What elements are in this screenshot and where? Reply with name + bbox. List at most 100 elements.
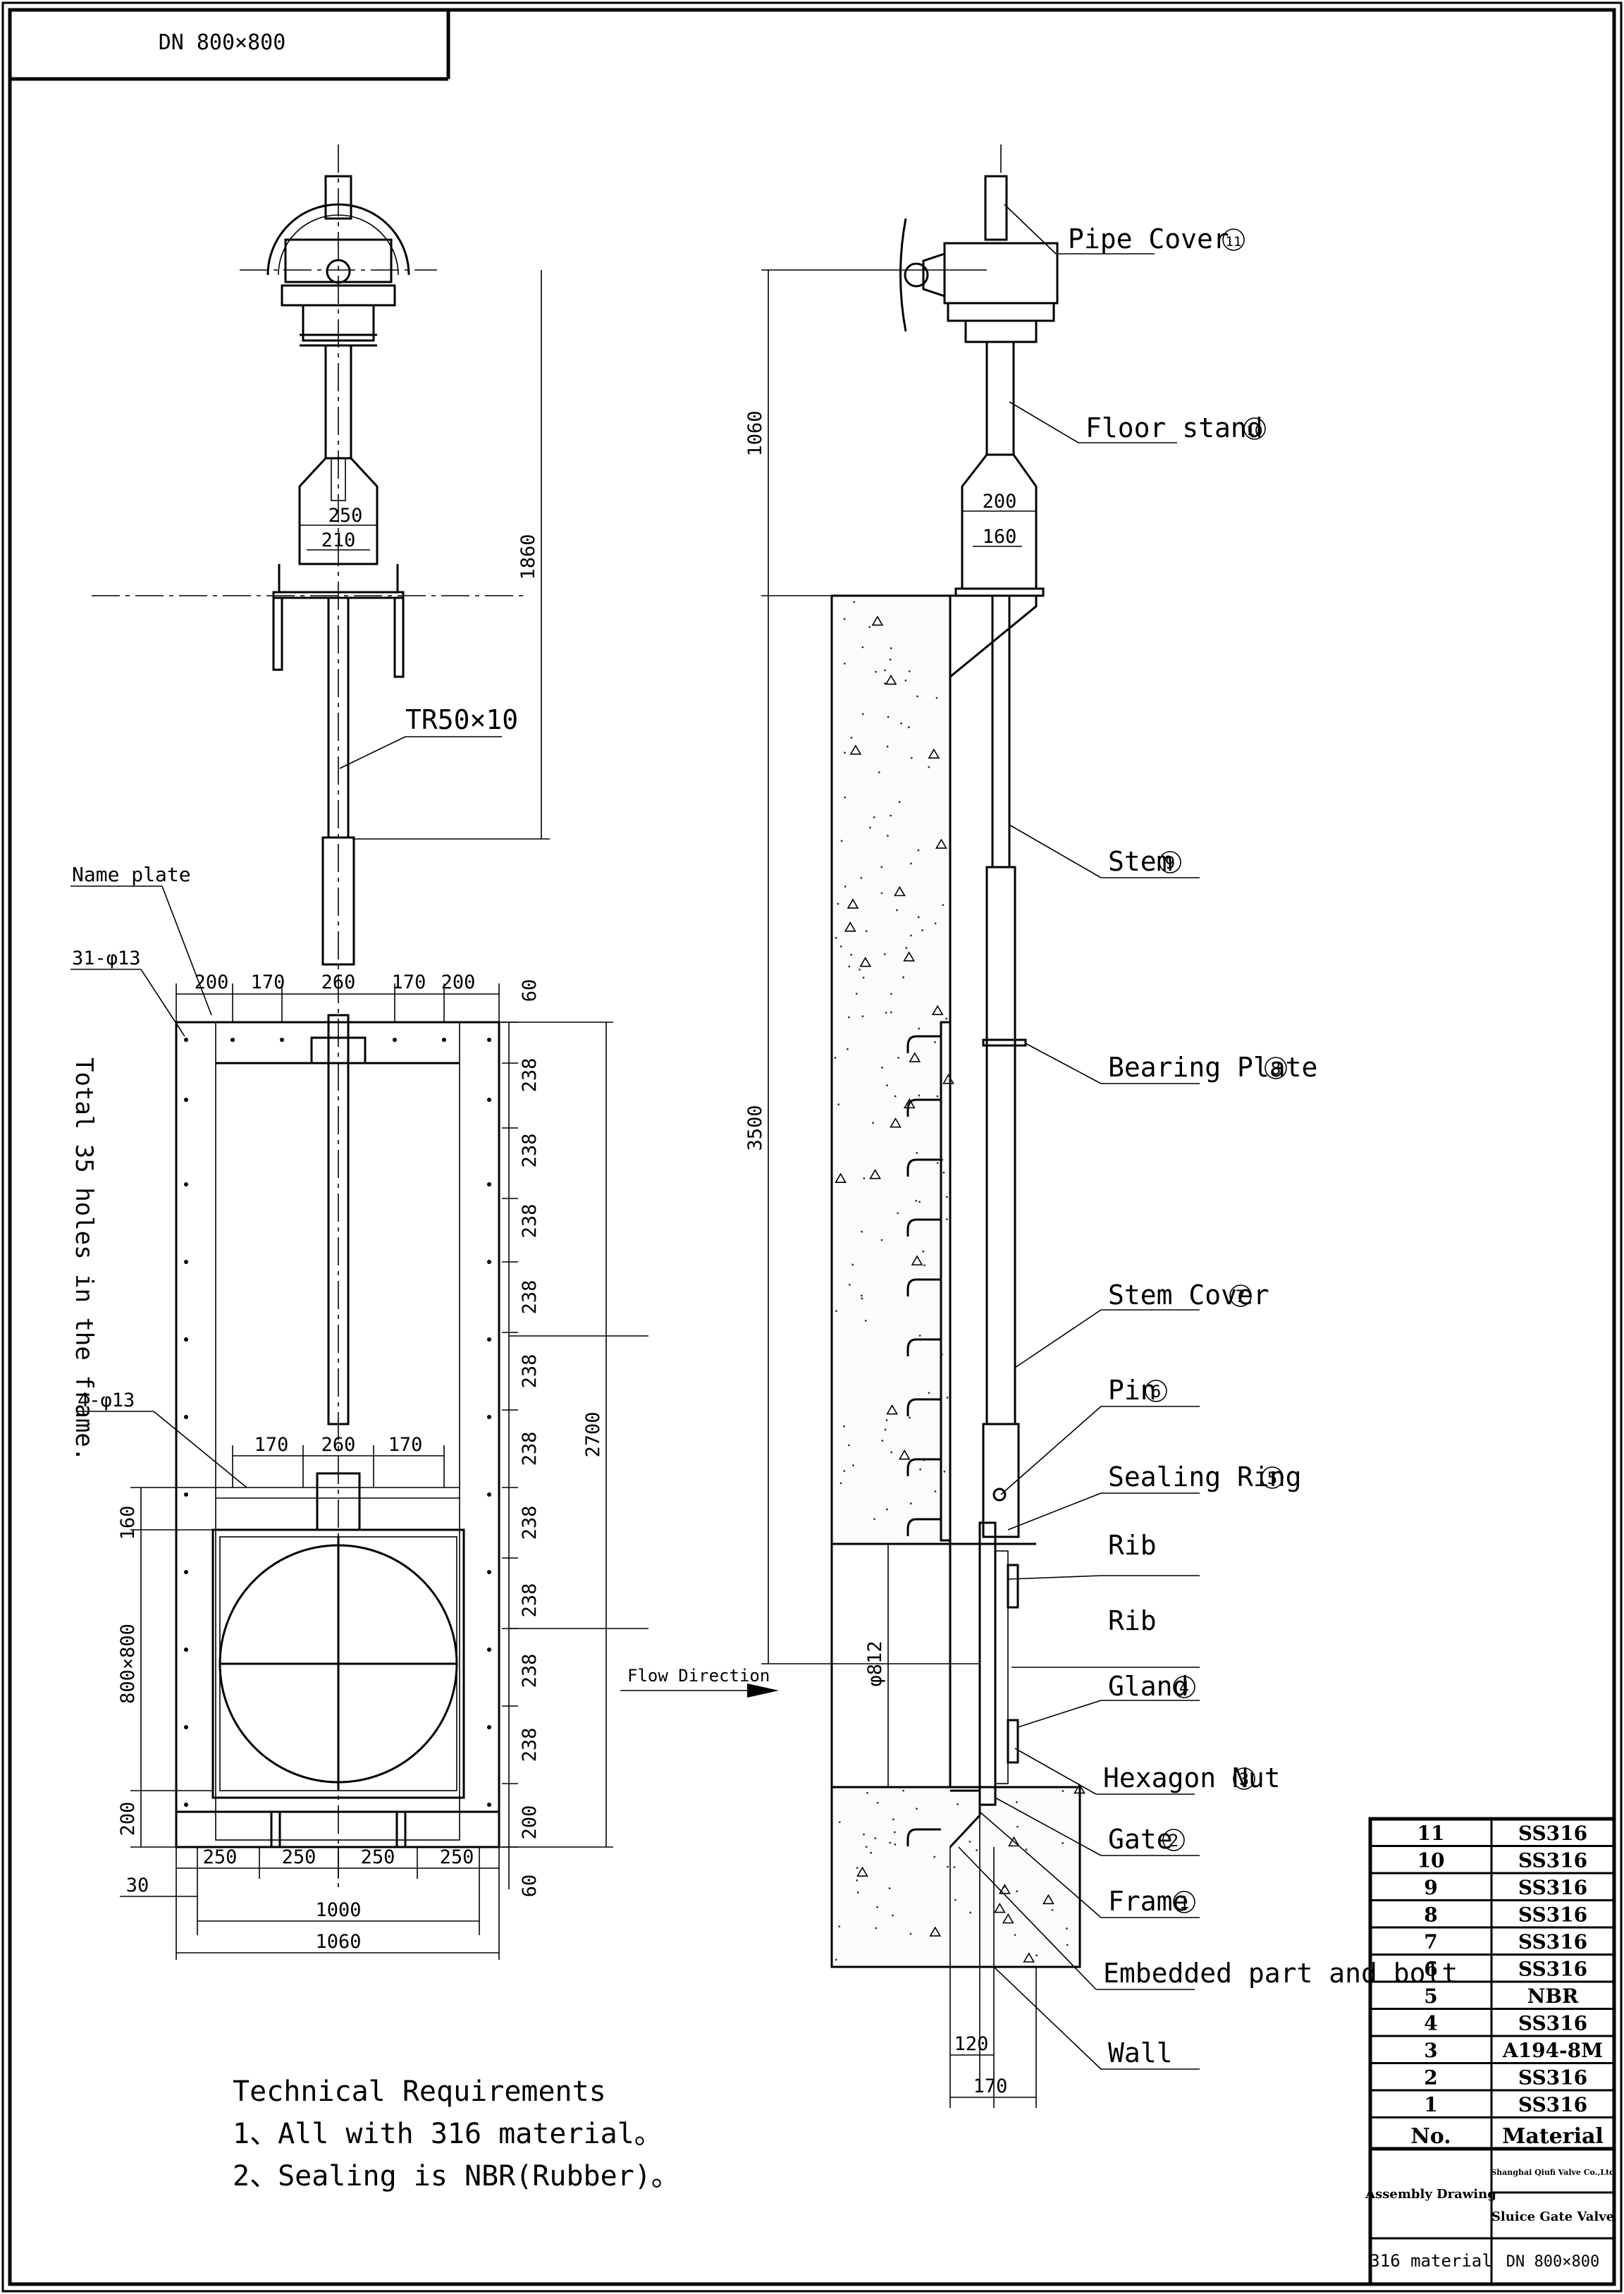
anchor-bolt bbox=[906, 1278, 941, 1296]
anchor-bolt bbox=[906, 1458, 941, 1476]
concrete-aggregate bbox=[911, 1255, 923, 1265]
callout-number-circle bbox=[1162, 1829, 1185, 1851]
concrete-dot bbox=[889, 658, 892, 661]
callout-label: Hexagon Nut bbox=[1103, 1762, 1281, 1793]
concrete-dot bbox=[976, 1849, 978, 1851]
callout-number: 7 bbox=[1236, 1287, 1245, 1306]
dim-right-60-top: 60 bbox=[519, 979, 541, 1002]
bom-assembly: Assembly Drawing bbox=[1365, 2187, 1496, 2202]
side-floor-stand bbox=[961, 454, 1038, 590]
concrete-dot bbox=[870, 1851, 872, 1854]
concrete-aggregate bbox=[999, 1884, 1011, 1894]
concrete-dot bbox=[1016, 1890, 1019, 1893]
concrete-dot bbox=[897, 1057, 900, 1059]
concrete-dot bbox=[880, 892, 883, 895]
concrete-aggregate bbox=[1023, 1952, 1035, 1963]
callout-number: 3 bbox=[1239, 1769, 1249, 1789]
concrete-dot bbox=[897, 1212, 899, 1215]
concrete-dot bbox=[1066, 1944, 1069, 1946]
concrete-dot bbox=[847, 1048, 849, 1050]
concrete-dot bbox=[851, 1263, 854, 1266]
technical-requirements: Technical Requirements 1、All with 316 ma… bbox=[233, 2075, 679, 2192]
side-dim-1060: 1060 bbox=[744, 410, 766, 456]
concrete-dot bbox=[876, 1801, 879, 1804]
concrete-dot bbox=[873, 1518, 875, 1521]
concrete-dot bbox=[905, 947, 908, 950]
concrete-dot bbox=[885, 1012, 887, 1014]
callout-leader bbox=[1009, 824, 1102, 878]
concrete-dot bbox=[919, 1468, 922, 1471]
holes-31-label: 31-φ13 bbox=[72, 947, 141, 969]
dim-top-4: 200 bbox=[441, 971, 476, 993]
concrete-dot bbox=[881, 1440, 884, 1442]
dim-top-2: 260 bbox=[321, 971, 356, 993]
concrete-dot bbox=[946, 1397, 949, 1399]
concrete-aggregate bbox=[886, 1404, 899, 1415]
anchor-bolt bbox=[906, 1338, 941, 1356]
concrete-dot bbox=[880, 866, 883, 869]
tech-title: Technical Requirements bbox=[233, 2075, 606, 2108]
concrete-dot bbox=[894, 1843, 897, 1846]
dim-1060: 1060 bbox=[315, 1931, 361, 1953]
flow-label: Flow Direction bbox=[627, 1666, 770, 1686]
callout-label: Floor stand bbox=[1085, 412, 1263, 443]
concrete-dot bbox=[844, 752, 847, 754]
concrete-aggregate bbox=[894, 885, 906, 897]
dim-mid-2: 170 bbox=[388, 1434, 423, 1456]
callout-number-circle bbox=[1173, 1891, 1195, 1913]
concrete-dot bbox=[886, 745, 889, 748]
concrete-dot bbox=[921, 929, 924, 931]
concrete-dot bbox=[852, 1464, 854, 1466]
concrete-aggregate bbox=[849, 744, 862, 755]
concrete-speckle bbox=[834, 601, 1085, 1963]
concrete-dot bbox=[945, 1196, 948, 1198]
bom-row-no: 7 bbox=[1424, 1930, 1437, 1953]
anchor-bolt bbox=[906, 1098, 941, 1117]
concrete-dot bbox=[902, 1789, 904, 1792]
dim-top-0: 200 bbox=[195, 971, 229, 993]
callout-leader bbox=[1025, 1043, 1102, 1084]
anchor-bolt bbox=[906, 1218, 941, 1237]
concrete-dot bbox=[900, 722, 903, 725]
concrete-dot bbox=[838, 1821, 841, 1824]
dim-bottom-3: 250 bbox=[440, 1846, 474, 1868]
bom-row-no: 5 bbox=[1424, 1985, 1437, 2008]
concrete-dot bbox=[843, 618, 846, 620]
concrete-dot bbox=[923, 1264, 925, 1267]
header-box: DN 800×800 bbox=[10, 10, 450, 81]
concrete-dot bbox=[888, 1887, 891, 1889]
concrete-dot bbox=[915, 1199, 918, 1202]
concrete-dot bbox=[928, 766, 930, 768]
concrete-dot bbox=[863, 1833, 865, 1836]
holes-note: Total 35 holes in the frame. bbox=[70, 1057, 98, 1461]
bom-material-note: 316 material bbox=[1370, 2251, 1491, 2271]
concrete-dot bbox=[953, 1866, 956, 1868]
dim-bottom-0: 250 bbox=[203, 1846, 238, 1868]
callout-number: 1 bbox=[1179, 1893, 1189, 1913]
callout-number: 9 bbox=[1165, 853, 1175, 873]
concrete-dot bbox=[864, 1320, 867, 1322]
concrete-dot bbox=[885, 1508, 888, 1511]
concrete-dot bbox=[861, 1015, 864, 1018]
callout-label: Rib bbox=[1108, 1605, 1157, 1636]
callout-number: 10 bbox=[1247, 423, 1263, 438]
dim-1860: 1860 bbox=[517, 534, 539, 579]
concrete-aggregate bbox=[931, 1005, 944, 1015]
bom-size: DN 800×800 bbox=[1506, 2253, 1599, 2271]
concrete-dot bbox=[918, 1027, 921, 1030]
dim-mid-0: 170 bbox=[254, 1434, 289, 1456]
concrete-dot bbox=[956, 1803, 959, 1805]
right-dim-ticks bbox=[502, 1022, 518, 1848]
bom-company: Shanghai Qiufi Valve Co.,Ltd bbox=[1491, 2168, 1615, 2177]
concrete-dot bbox=[910, 862, 912, 865]
concrete-dot bbox=[848, 1284, 851, 1286]
concrete-dot bbox=[880, 1239, 883, 1241]
bom-row-material: NBR bbox=[1527, 1985, 1579, 2008]
concrete-dot bbox=[909, 1932, 912, 1935]
concrete-dot bbox=[850, 736, 853, 739]
bom-row-material: SS316 bbox=[1518, 1930, 1587, 1953]
dim-right-238-9: 238 bbox=[519, 1728, 541, 1762]
stem-cover bbox=[985, 866, 1016, 1425]
concrete-dot bbox=[881, 1066, 883, 1069]
